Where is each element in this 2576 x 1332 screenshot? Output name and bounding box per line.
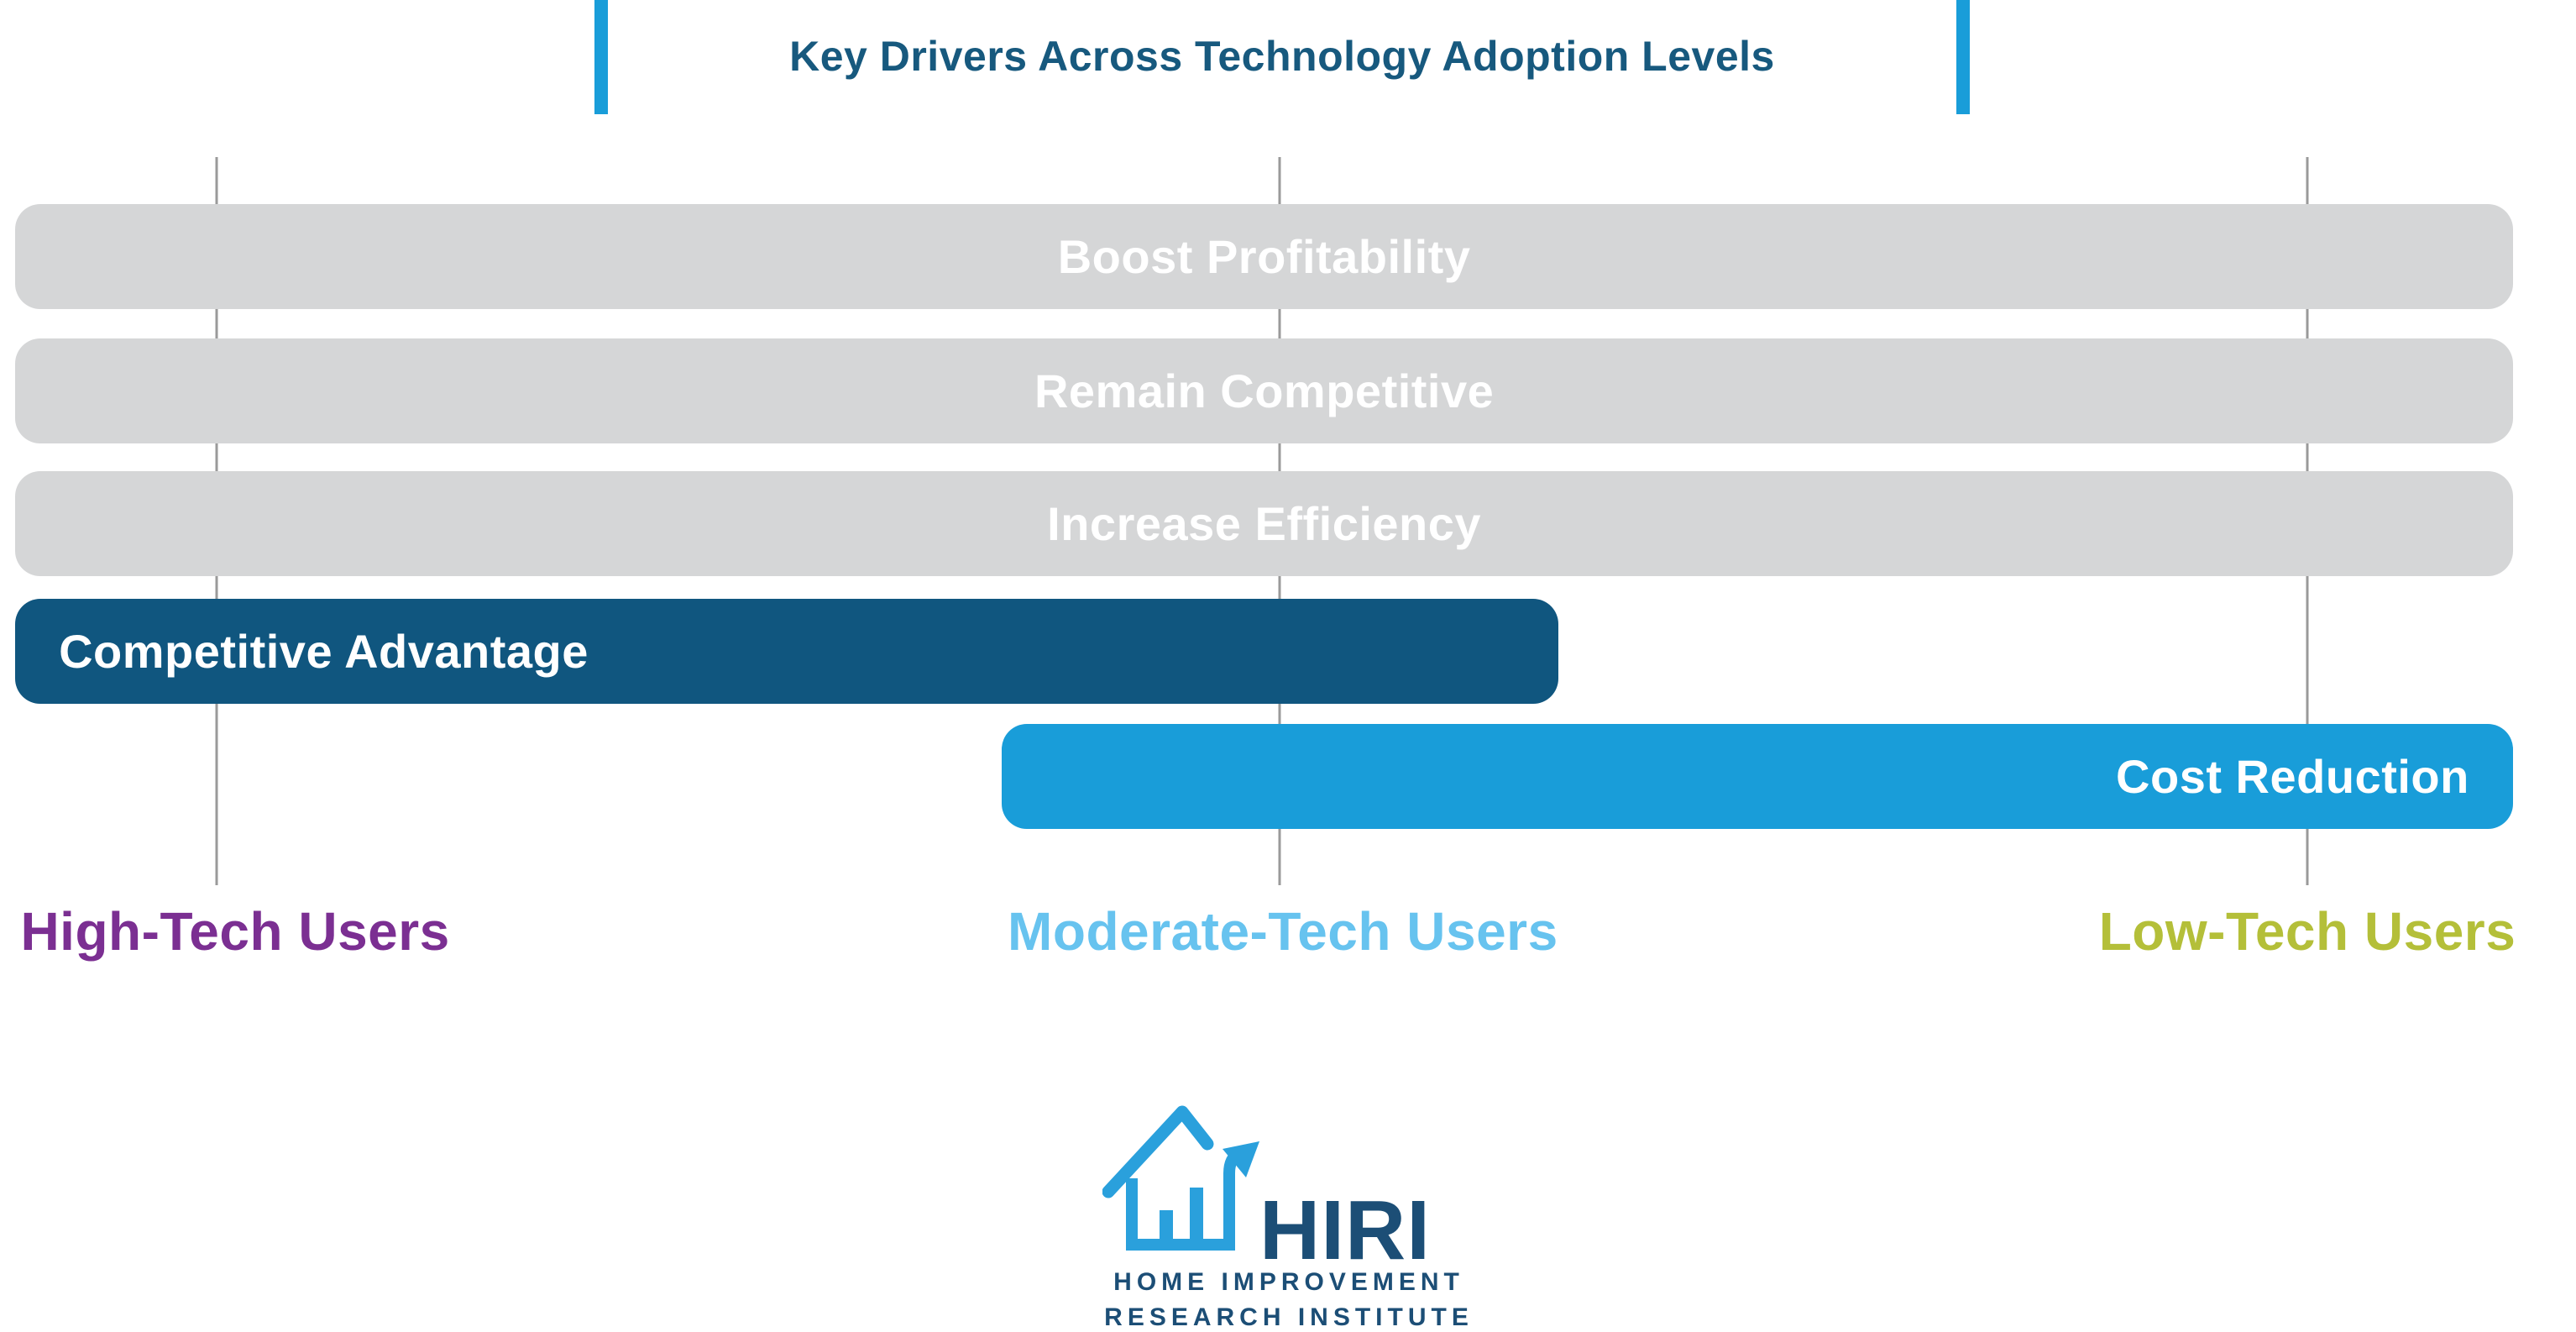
title-accent-bar-left [594,0,608,114]
title-accent-bar-right [1956,0,1970,114]
driver-bar-label: Competitive Advantage [59,625,589,678]
logo-subtitle-line2: RESEARCH INSTITUTE [1104,1303,1474,1331]
driver-bar: Cost Reduction [1001,724,2513,829]
driver-bar: Remain Competitive [15,338,2514,443]
logo-acronym: HIRI [1259,1183,1431,1277]
driver-bar: Boost Profitability [15,204,2514,309]
category-label: High-Tech Users [20,901,450,962]
house-with-growth-arrow-icon [1102,1105,1259,1251]
category-label: Low-Tech Users [2098,901,2516,962]
category-label: Moderate-Tech Users [1008,901,1558,962]
driver-bar-label: Boost Profitability [1057,230,1471,283]
driver-bar: Increase Efficiency [15,471,2514,576]
hiri-logo: HIRI HOME IMPROVEMENT RESEARCH INSTITUTE [1092,1100,1486,1331]
page-title: Key Drivers Across Technology Adoption L… [789,33,1775,80]
driver-bar-label: Remain Competitive [1034,364,1495,417]
driver-bar-label: Increase Efficiency [1047,497,1482,550]
driver-bar-label: Cost Reduction [2116,750,2469,803]
driver-bar: Competitive Advantage [15,599,1559,704]
logo-subtitle-line1: HOME IMPROVEMENT [1113,1268,1464,1296]
